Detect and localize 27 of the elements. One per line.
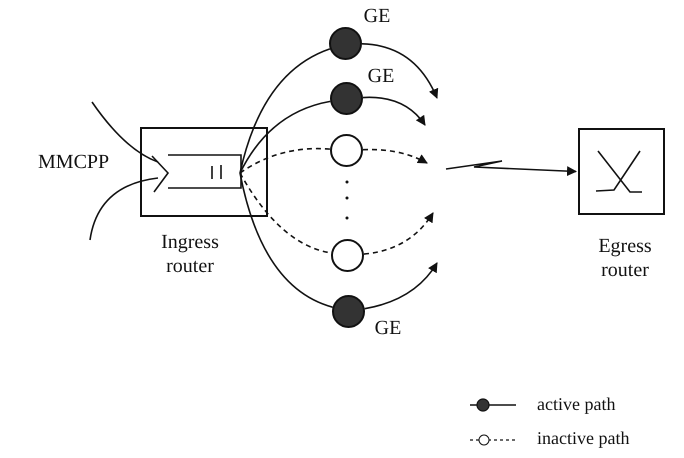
arrow xyxy=(362,148,428,164)
legend-text: active path xyxy=(537,394,616,415)
inactive-node-circle xyxy=(330,134,363,167)
arrow xyxy=(362,43,438,99)
arrow xyxy=(446,160,577,176)
active-node-circle xyxy=(329,27,362,60)
active-node-circle xyxy=(330,82,363,115)
node-label: GE xyxy=(362,4,392,28)
node-label: GE xyxy=(374,316,402,340)
input-label: MMCPP xyxy=(38,150,110,174)
inactive-node-circle xyxy=(331,239,364,272)
connector-line xyxy=(240,148,330,174)
arrow xyxy=(364,262,438,310)
router-label: Ingress router xyxy=(160,230,220,278)
connector-line xyxy=(239,100,330,174)
connector-line xyxy=(89,177,158,240)
arrow xyxy=(364,212,434,255)
router-label: Egress router xyxy=(597,234,653,282)
active-node-circle xyxy=(332,295,365,328)
connector-line xyxy=(239,172,333,308)
connector-line xyxy=(91,102,158,163)
router-box xyxy=(578,128,665,215)
router-box xyxy=(140,127,268,217)
node-label: GE xyxy=(366,64,396,88)
arrow xyxy=(362,96,426,126)
connector-line xyxy=(239,48,330,174)
legend-text: inactive path xyxy=(537,428,630,449)
